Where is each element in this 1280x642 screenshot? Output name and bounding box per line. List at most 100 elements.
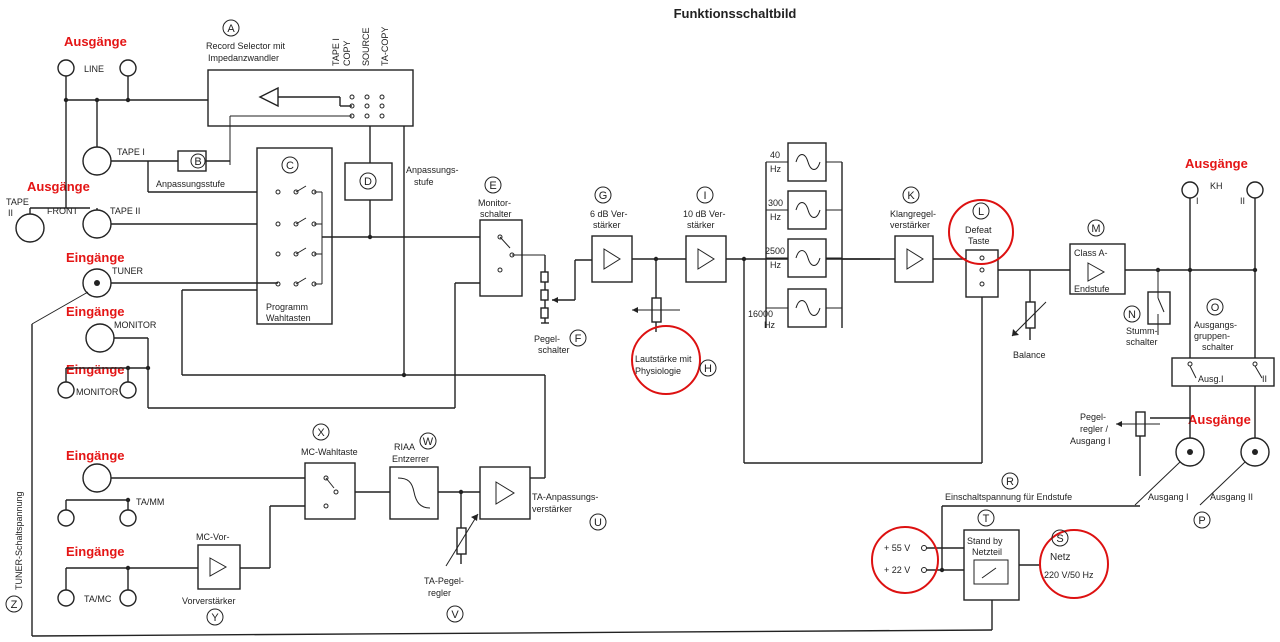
ta-pegel-label-1: TA-Pegel- xyxy=(424,576,464,586)
ausg-grp-label-1: Ausgangs- xyxy=(1194,320,1237,330)
anpassungsstufe-b-label: Anpassungsstufe xyxy=(156,179,225,189)
anpassungsstufe-d-label-1: Anpassungs- xyxy=(406,165,459,175)
record-selector-label-2: Impedanzwandler xyxy=(208,53,279,63)
defeat-label-1: Defeat xyxy=(965,225,992,235)
letter-x: X xyxy=(317,427,325,439)
letter-d: D xyxy=(364,176,372,188)
letter-n: N xyxy=(1128,309,1136,321)
tuner-schalt-label: TUNER-Schaltspannung xyxy=(14,491,24,590)
netz-label-2: 220 V/50 Hz xyxy=(1044,570,1094,580)
anpassungsstufe-d: Anpassungs- stufe xyxy=(344,126,459,375)
riaa-label-2: Entzerrer xyxy=(392,454,429,464)
riaa-eq: RIAA Entzerrer xyxy=(389,442,480,520)
mc-preamp: TA/MC MC-Vor- Vorverstärker xyxy=(57,532,241,607)
ta-level-control: TA-Pegel- regler xyxy=(424,492,479,598)
letter-p: P xyxy=(1198,515,1205,527)
diagram-title: Funktionsschaltbild xyxy=(674,6,797,21)
freq-300-hz: Hz xyxy=(770,212,781,222)
letter-b: B xyxy=(194,156,201,168)
letter-y: Y xyxy=(211,612,219,624)
defeat-switch: Defeat Taste xyxy=(948,199,1070,298)
record-selector-block: Record Selector mit Impedanzwandler TAPE… xyxy=(206,27,414,165)
amp-10db: 10 dB Ver- stärker xyxy=(683,209,983,464)
tuner-jack: TUNER xyxy=(31,266,278,636)
jack-label-tape: TAPE xyxy=(6,197,29,207)
ta-amp: TA-Anpassungs- verstärker xyxy=(479,466,598,520)
pegelregler-label-2: regler / xyxy=(1080,424,1109,434)
freq-16000: 16000 xyxy=(748,309,773,319)
jack-label-kh-i: I xyxy=(1196,196,1199,206)
klang-label-1: Klangregel- xyxy=(890,209,936,219)
tone-amp: Klangregel- verstärker xyxy=(842,209,966,283)
mc-vor-label-2: Vorverstärker xyxy=(182,596,236,606)
ausgang-ii-label: Ausgang II xyxy=(1210,492,1253,502)
klang-label-2: verstärker xyxy=(890,220,930,230)
vst6-label-2: stärker xyxy=(593,220,621,230)
label-eingaenge-mc: Eingänge xyxy=(66,544,125,559)
tape1-jack: TAPE I Anpassungsstufe xyxy=(82,100,278,193)
classa-label-1: Class A- xyxy=(1074,248,1108,258)
freq-16000-hz: Hz xyxy=(764,320,775,330)
ausg-grp-label-2: gruppen- xyxy=(1194,331,1230,341)
vst6-label-1: 6 dB Ver- xyxy=(590,209,628,219)
letter-i: I xyxy=(703,190,706,202)
letter-t: T xyxy=(983,513,990,525)
ausg-ii-label: II xyxy=(1262,374,1267,384)
jack-label-kh: KH xyxy=(1210,181,1223,191)
pegelregler-label-3: Ausgang I xyxy=(1070,436,1111,446)
letter-g: G xyxy=(599,190,608,202)
letter-f: F xyxy=(575,333,582,345)
letter-o: O xyxy=(1211,302,1220,314)
amp-6db: 6 dB Ver- stärker xyxy=(590,209,686,283)
equalizer-bank: 40 Hz 300 Hz 2500 Hz 16000 Hz xyxy=(748,142,843,330)
monitor-jack-2: MONITOR xyxy=(57,365,151,399)
pegelschalter: Pegel- schalter xyxy=(534,255,592,478)
letter-h: H xyxy=(704,363,712,375)
v22-label: + 22 V xyxy=(884,565,910,575)
sel-source: SOURCE xyxy=(361,27,371,66)
ta-pegel-label-2: regler xyxy=(428,588,451,598)
pegel-label-1: Pegel- xyxy=(534,334,560,344)
jack-label-kh-ii: II xyxy=(1240,196,1245,206)
output-level-control: Pegel- regler / Ausgang I xyxy=(1070,411,1160,476)
jack-label-tape-ii: II xyxy=(8,208,13,218)
mc-select-switch: MC-Wahltaste xyxy=(240,447,390,569)
jack-label-ta-mc: TA/MC xyxy=(84,594,112,604)
mc-vor-label-1: MC-Vor- xyxy=(196,532,230,542)
mains-input: Netz 220 V/50 Hz xyxy=(1039,529,1109,599)
standby-psu: Stand by Netzteil xyxy=(31,529,1040,637)
laut-label-2: Physiologie xyxy=(635,366,681,376)
balance-control: Balance xyxy=(1011,270,1047,360)
monitor-label-2: schalter xyxy=(480,209,512,219)
label-ausgaenge-mid: Ausgänge xyxy=(27,179,90,194)
defeat-label-2: Taste xyxy=(968,236,990,246)
freq-300: 300 xyxy=(768,198,783,208)
classa-label-2: Endstufe xyxy=(1074,284,1110,294)
label-eingaenge-ta: Eingänge xyxy=(66,448,125,463)
netz-label-1: Netz xyxy=(1050,552,1071,563)
jack-label-tape1: TAPE I xyxy=(117,147,145,157)
ausgang-i-label: Ausgang I xyxy=(1148,492,1189,502)
letter-s: S xyxy=(1056,533,1063,545)
ta-anp-label-1: TA-Anpassungs- xyxy=(532,492,598,502)
jack-label-tape2: TAPE II xyxy=(110,206,140,216)
vst10-label-1: 10 dB Ver- xyxy=(683,209,726,219)
vst10-label-2: stärker xyxy=(687,220,715,230)
letter-e: E xyxy=(489,180,496,192)
pegel-label-2: schalter xyxy=(538,345,570,355)
label-ausgaenge-right2: Ausgänge xyxy=(1188,412,1251,427)
standby-label-2: Netzteil xyxy=(972,547,1002,557)
programm-block: Programm Wahltasten xyxy=(256,147,480,325)
voltage-rails: + 55 V + 22 V xyxy=(871,526,964,594)
label-ausgaenge-top: Ausgänge xyxy=(64,34,127,49)
ausg-grp-label-3: schalter xyxy=(1202,342,1234,352)
output-group-switch: Ausg.I II Ausgangs- gruppen- schalter xyxy=(1150,320,1275,434)
ausg-i-label: Ausg.I xyxy=(1198,374,1224,384)
v55-label: + 55 V xyxy=(884,543,910,553)
riaa-label-1: RIAA xyxy=(394,442,415,452)
anpassungsstufe-d-label-2: stufe xyxy=(414,177,434,187)
mc-wahl-label: MC-Wahltaste xyxy=(301,447,358,457)
jack-label-tuner: TUNER xyxy=(112,266,143,276)
letter-u: U xyxy=(594,517,602,529)
monitorschalter-block: Monitor- schalter xyxy=(478,198,545,297)
